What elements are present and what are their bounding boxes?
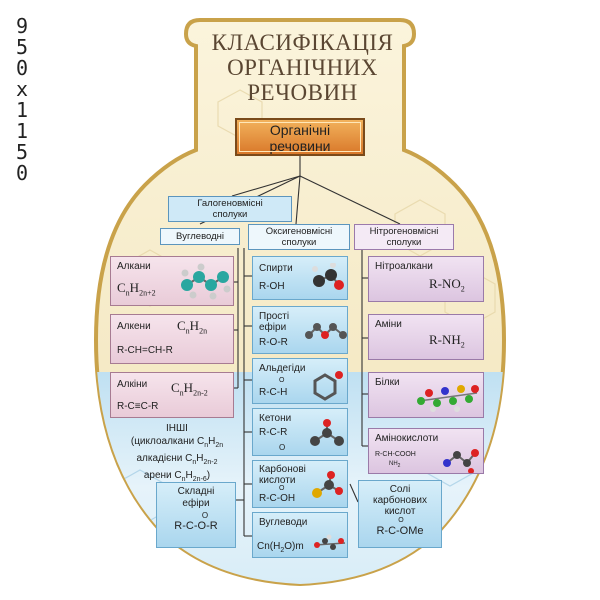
root-inner-frame xyxy=(239,122,361,152)
carbohydrate-molecule-icon xyxy=(314,534,346,550)
amines-card: Аміни R-NH2 xyxy=(368,314,484,360)
esters-structure: R-C-O-R xyxy=(174,520,218,533)
others-alkadienes: алкадієни CnH2n-2 xyxy=(136,453,218,466)
alkynes-label: Алкіни xyxy=(117,379,148,390)
alkynes-formula: CnH2n-2 xyxy=(171,380,208,398)
alkynes-structure: R-C≡C-R xyxy=(117,401,159,412)
carbs-formula: Cn(H2O)m xyxy=(257,541,304,554)
other-hydrocarbons: ІНШІ (циклоалкани CnH2n алкадієни CnH2n-… xyxy=(112,422,242,483)
alkenes-formula: CnH2n xyxy=(177,318,208,336)
ketones-structure: R-C-R xyxy=(259,427,288,438)
root-label-line2: речовини xyxy=(269,138,331,154)
alkenes-label: Алкени xyxy=(117,321,151,332)
alkanes-label: Алкани xyxy=(117,261,151,272)
root-label-line1: Органічні xyxy=(269,122,331,138)
root-organic-substances: Органічні речовини xyxy=(235,118,365,156)
alcohols-structure: R-OH xyxy=(259,281,285,292)
carbohydrates-card: Вуглеводи Cn(H2O)m xyxy=(252,512,348,558)
hydrocarbons-header: Вуглеводні xyxy=(160,228,240,245)
amino-acids-card: Амінокислоти R-CH-COOH NH2 xyxy=(368,428,484,474)
esters-card: Складні ефіри O R-C-O-R xyxy=(156,482,236,548)
amino-acids-structure: R-CH-COOH xyxy=(375,451,416,458)
nitroalkanes-card: Нітроалкани R-NO2 xyxy=(368,256,484,302)
salts-structure: R-C-OMe xyxy=(376,525,424,538)
ketone-molecule-icon xyxy=(310,419,344,446)
aldehydes-card: Альдегіди O R-C-H xyxy=(252,358,348,404)
alkenes-card: Алкени CnH2n R-CH=CH-R xyxy=(110,314,234,364)
proteins-card: Білки xyxy=(368,372,484,418)
aldehydes-structure: R-C-H xyxy=(259,387,288,398)
aldehyde-molecule-icon xyxy=(313,371,343,401)
ethers-structure: R-O-R xyxy=(259,337,288,348)
amines-formula: R-NH2 xyxy=(429,332,465,350)
acids-structure: R-C-OH xyxy=(259,493,296,504)
others-heading: ІНШІ xyxy=(166,423,188,434)
acid-molecule-icon xyxy=(312,471,343,498)
protein-molecule-icon xyxy=(417,385,479,412)
ketones-card: Кетони R-C-R O xyxy=(252,408,348,456)
alkenes-structure: R-CH=CH-R xyxy=(117,345,173,356)
alcohols-card: Спирти R-OH xyxy=(252,256,348,300)
ether-molecule-icon xyxy=(305,323,347,339)
alkynes-card: Алкіни CnH2n-2 R-C≡C-R xyxy=(110,372,234,418)
others-arenes: арени CnH2n-6) xyxy=(143,470,211,483)
nitro-formula: R-NO2 xyxy=(429,276,465,294)
alkanes-card: Алкани CnH2n+2 xyxy=(110,256,234,306)
amino-acid-molecule-icon xyxy=(443,449,479,473)
amino-group: NH2 xyxy=(389,461,401,470)
page-title: КЛАСИФІКАЦІЯ ОРГАНІЧНИХ РЕЧОВИН xyxy=(211,30,394,105)
alkanes-formula: CnH2n+2 xyxy=(117,280,156,298)
others-cycloalkanes: (циклоалкани CnH2n xyxy=(130,436,224,449)
alkane-molecule-icon xyxy=(181,263,231,300)
alcohol-molecule-icon xyxy=(312,263,344,290)
